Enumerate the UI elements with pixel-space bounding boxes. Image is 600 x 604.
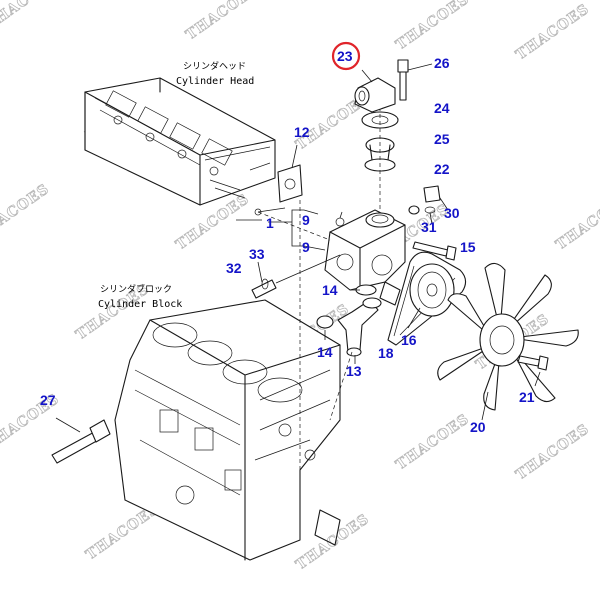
callout-25[interactable]: 25 [434,131,450,147]
callout-22[interactable]: 22 [434,161,450,177]
callout-21[interactable]: 21 [519,389,535,405]
water-outlet-23-drawing [354,69,396,113]
callout-15[interactable]: 15 [460,239,476,255]
watermark-text: THACOES [293,511,372,573]
callout-13[interactable]: 13 [346,363,362,379]
callout-14b[interactable]: 14 [317,344,333,360]
cylinder-block-label-jp: シリンダブロック [100,283,172,295]
callout-31[interactable]: 31 [421,219,437,235]
watermark-text: THACOES [0,0,62,33]
callout-27[interactable]: 27 [40,392,56,408]
gasket-12-drawing [277,144,303,203]
callout-30[interactable]: 30 [444,205,460,221]
callout-33[interactable]: 33 [249,246,265,262]
sensor-32-drawing [251,254,341,299]
callout-16[interactable]: 16 [401,332,417,348]
thermostat-stack-drawing [361,100,399,210]
watermark-text: THACOES [513,1,592,63]
cylinder-block-label-en: Cylinder Block [98,299,182,310]
callout-26[interactable]: 26 [434,55,450,71]
bolt-15-drawing [412,241,457,261]
callout-14a[interactable]: 14 [322,282,338,298]
alignment-lines [257,200,353,470]
bolt-26-drawing [397,59,433,101]
pulley-16-drawing [407,263,455,329]
bolt-27-drawing [51,417,111,464]
bolt-21-drawing [517,355,549,387]
callout-bracket-1-9 [236,209,326,251]
callout-20[interactable]: 20 [470,419,486,435]
fan-20-drawing [437,262,579,421]
water-pump-drawing [324,205,420,306]
callout-numbers: 23 26 24 25 22 12 30 31 9 1 9 15 33 32 1… [40,48,535,435]
callout-9b[interactable]: 9 [302,239,310,255]
watermark-text: THACOES [553,191,600,253]
callout-18[interactable]: 18 [378,345,394,361]
cylinder-head-label-jp: シリンダヘッド [183,60,246,72]
callout-24[interactable]: 24 [434,100,450,116]
callout-32[interactable]: 32 [226,260,242,276]
callout-9a[interactable]: 9 [302,212,310,228]
sensor-30-drawing [423,185,449,225]
callout-23[interactable]: 23 [337,48,353,64]
watermark-text: THACOES [393,411,472,473]
watermark-text: THACOES [0,181,52,243]
watermark-text: THACOES [393,0,472,53]
cylinder-head-drawing [84,77,286,216]
callout-1[interactable]: 1 [266,215,274,231]
cylinder-block-drawing [114,299,341,561]
cylinder-head-label-en: Cylinder Head [176,76,254,87]
water-pipe-13-drawing [316,284,382,364]
watermark-text: THACOES [183,0,262,43]
highlight-ring-23 [331,41,361,71]
watermark-text: THACOES [513,421,592,483]
callout-12[interactable]: 12 [294,124,310,140]
